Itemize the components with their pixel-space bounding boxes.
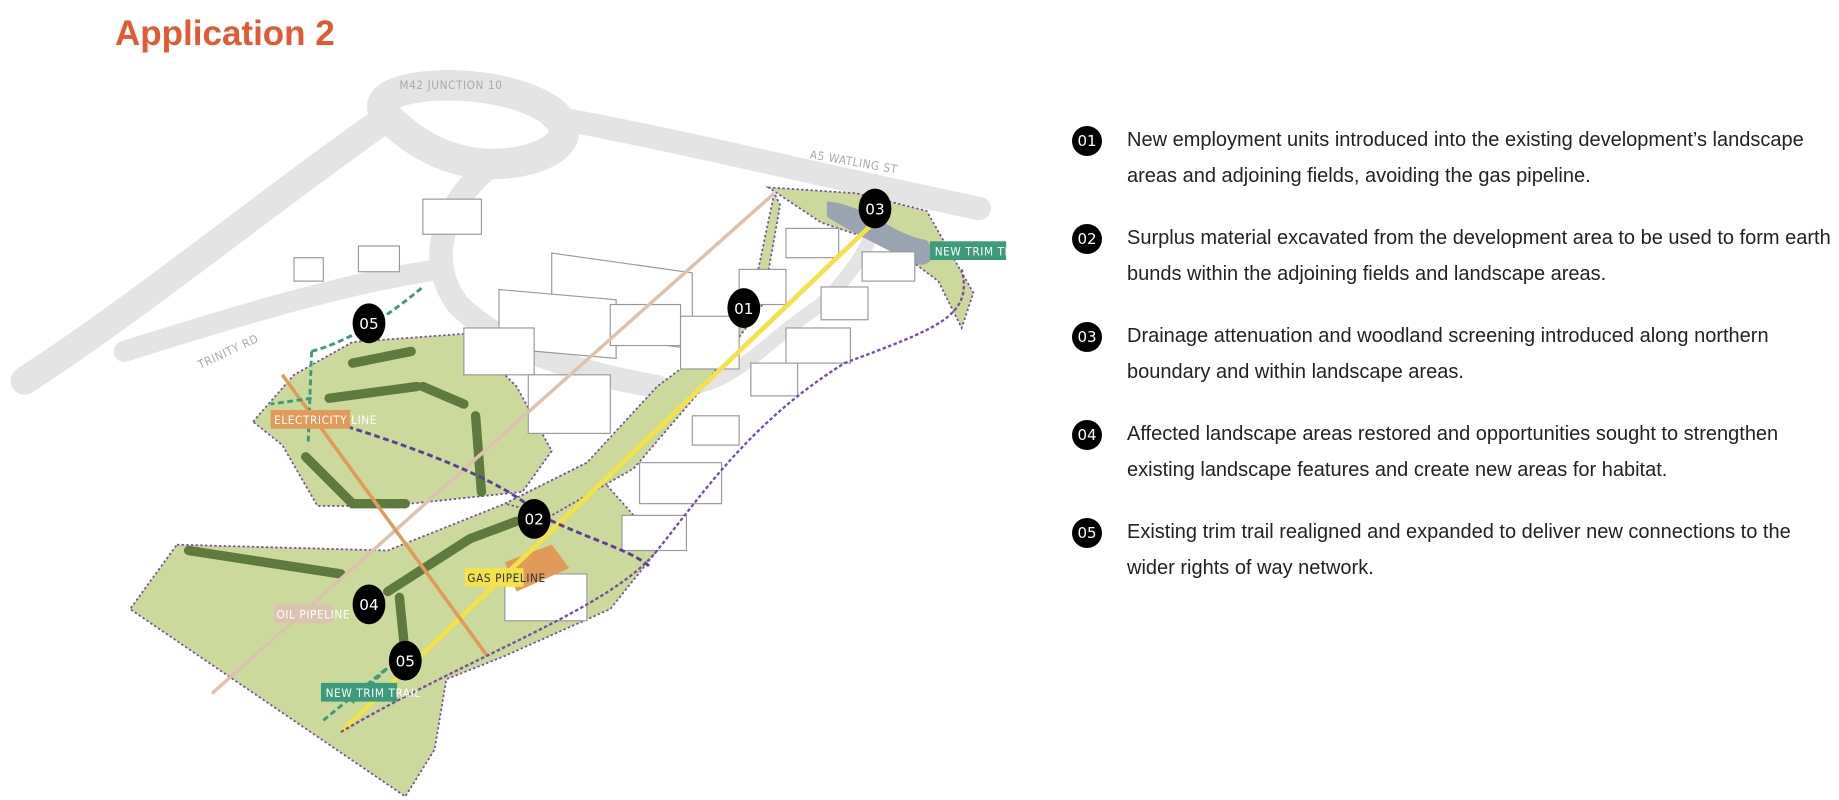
site-boundary	[340, 269, 965, 734]
legend-item-05: 05 Existing trim trail realigned and expa…	[1072, 514, 1832, 586]
pond	[826, 201, 933, 265]
trim-trail-west	[270, 351, 314, 446]
road-trinity	[113, 258, 451, 362]
legend-item-04: 04 Affected landscape areas restored and …	[1072, 416, 1832, 488]
legend-item-02: 02 Surplus material excavated from the de…	[1072, 220, 1832, 292]
label-electricity-line: ELECTRICITY LINE	[270, 409, 377, 429]
page-title: Application 2	[115, 14, 335, 53]
map-markers: 01 02 03 04 05 05	[352, 188, 892, 681]
road-label-m42: M42 JUNCTION 10	[399, 78, 502, 92]
svg-text:GAS PIPELINE: GAS PIPELINE	[467, 571, 545, 585]
field-south	[128, 461, 659, 798]
marker-01: 01	[727, 288, 761, 328]
svg-text:03: 03	[865, 200, 884, 218]
road-m42-roundabout	[367, 70, 580, 180]
svg-text:02: 02	[524, 511, 543, 529]
marker-02: 02	[517, 498, 551, 539]
legend-text: Surplus material excavated from the deve…	[1127, 227, 1831, 285]
svg-text:04: 04	[359, 596, 378, 614]
marker-04: 04	[352, 584, 386, 625]
svg-text:01: 01	[734, 300, 753, 318]
legend-item-01: 01 New employment units introduced into t…	[1072, 122, 1832, 194]
number-badge: 04	[1072, 420, 1102, 450]
marker-05-south: 05	[388, 640, 422, 681]
label-trim-trail-north: NEW TRIM TRAIL	[930, 241, 1030, 261]
svg-text:OIL PIPELINE: OIL PIPELINE	[276, 607, 350, 621]
marker-03: 03	[858, 188, 892, 229]
roads	[10, 70, 991, 399]
legend-text: New employment units introduced into the…	[1127, 129, 1804, 187]
marker-05-north: 05	[352, 303, 386, 344]
legend-text: Existing trim trail realigned and expand…	[1127, 521, 1791, 579]
legend-text: Affected landscape areas restored and op…	[1127, 423, 1779, 481]
svg-text:ELECTRICITY LINE: ELECTRICITY LINE	[274, 413, 377, 427]
svg-text:05: 05	[396, 652, 415, 670]
label-gas-pipeline: GAS PIPELINE	[465, 568, 545, 587]
road-a5	[539, 105, 991, 221]
earth-movement-arrow	[311, 414, 653, 570]
number-badge: 03	[1072, 322, 1102, 352]
trim-trail-existing	[311, 285, 424, 353]
field-north	[765, 186, 975, 331]
legend-text: Drainage attenuation and woodland screen…	[1127, 325, 1769, 383]
label-trim-trail-south: NEW TRIM TRAIL	[320, 682, 421, 702]
legend-item-03: 03 Drainage attenuation and woodland scre…	[1072, 318, 1832, 390]
gas-pipeline	[339, 220, 876, 734]
svg-text:05: 05	[359, 315, 378, 333]
number-badge: 01	[1072, 126, 1102, 156]
road-m42	[10, 103, 402, 395]
svg-text:NEW TRIM TRAIL: NEW TRIM TRAIL	[326, 686, 421, 700]
label-oil-pipeline: OIL PIPELINE	[274, 604, 350, 624]
legend: 01 New employment units introduced into t…	[1072, 122, 1832, 612]
buildings	[293, 198, 916, 622]
number-badge: 02	[1072, 224, 1102, 254]
number-badge: 05	[1072, 518, 1102, 548]
woodland-belts	[183, 346, 522, 661]
svg-text:NEW TRIM TRAIL: NEW TRIM TRAIL	[935, 244, 1030, 258]
